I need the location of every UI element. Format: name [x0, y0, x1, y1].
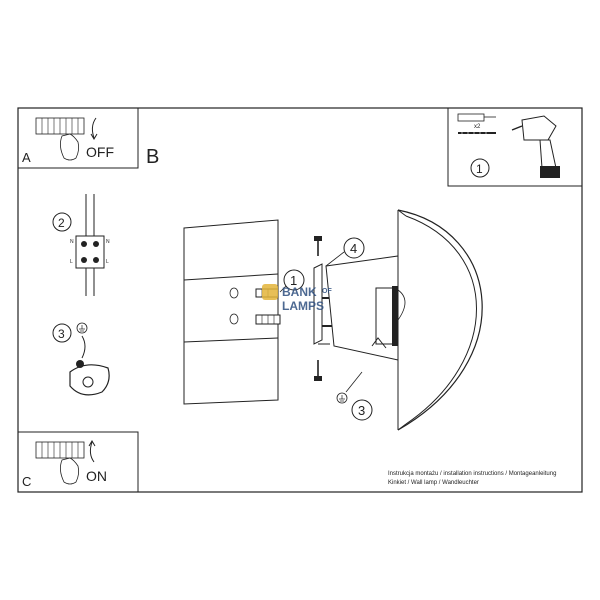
callout-3: 3	[351, 399, 373, 421]
step-2-label: 2	[58, 216, 65, 230]
terminal-strip-c	[35, 441, 85, 459]
terminal-n-left: N	[70, 239, 74, 245]
watermark-line3: LAMPS	[282, 299, 324, 313]
panel-c-letter: C	[22, 474, 31, 489]
step-3-label: 3	[58, 327, 65, 341]
callout-1: 1	[279, 269, 305, 293]
screw-vertical-bottom	[314, 360, 322, 381]
terminal-n-right: N	[106, 239, 110, 245]
footer-line-1: Instrukcja montażu / installation instru…	[388, 471, 556, 477]
step-1-tools-label: 1	[476, 162, 483, 176]
callout-4: 4	[325, 237, 365, 267]
hand-icon	[60, 133, 80, 161]
terminal-l-right: L	[106, 259, 109, 265]
tools-panel: x2 1	[447, 107, 583, 187]
hand-icon	[60, 457, 80, 485]
panel-b-letter: B	[146, 146, 159, 168]
screw-vertical-top	[314, 236, 322, 256]
watermark-line1: BANK	[282, 285, 317, 299]
arrow-up-icon	[89, 441, 95, 463]
step-3-ground: 3	[52, 322, 110, 396]
outer-frame	[17, 107, 583, 493]
watermark-line2: OF	[322, 288, 332, 295]
bank-of-lamps-watermark: BANK OF LAMPS	[262, 284, 332, 313]
wall-illustration	[183, 219, 279, 405]
callout-1-label: 1	[290, 273, 297, 288]
lamp-body	[325, 209, 483, 431]
step-2-connector: 2 N N L L	[52, 194, 110, 296]
callout-4-label: 4	[350, 241, 357, 256]
wall-plug-lower	[255, 314, 281, 325]
panel-a-letter: A	[22, 150, 31, 165]
terminal-strip-a	[35, 117, 85, 135]
panel-a: A OFF	[17, 107, 139, 169]
callout-3-label: 3	[358, 403, 365, 418]
off-label: OFF	[86, 144, 114, 160]
drill-icon	[511, 115, 560, 178]
terminal-l-left: L	[70, 259, 73, 265]
wall-plug-icon	[457, 113, 496, 122]
arrow-down-icon	[91, 117, 97, 139]
mounting-bracket	[313, 263, 330, 345]
screw-icon	[458, 131, 496, 135]
step-1-tools-circle	[470, 158, 490, 178]
panel-c: C ON	[17, 431, 139, 493]
on-label: ON	[86, 468, 107, 484]
lamp-ground-icon	[336, 371, 363, 404]
footer-line-2: Kinkiet / Wall lamp / Wandleuchter	[388, 480, 479, 486]
tools-multiplier: x2	[474, 124, 481, 130]
ground-symbol-icon	[76, 322, 88, 334]
